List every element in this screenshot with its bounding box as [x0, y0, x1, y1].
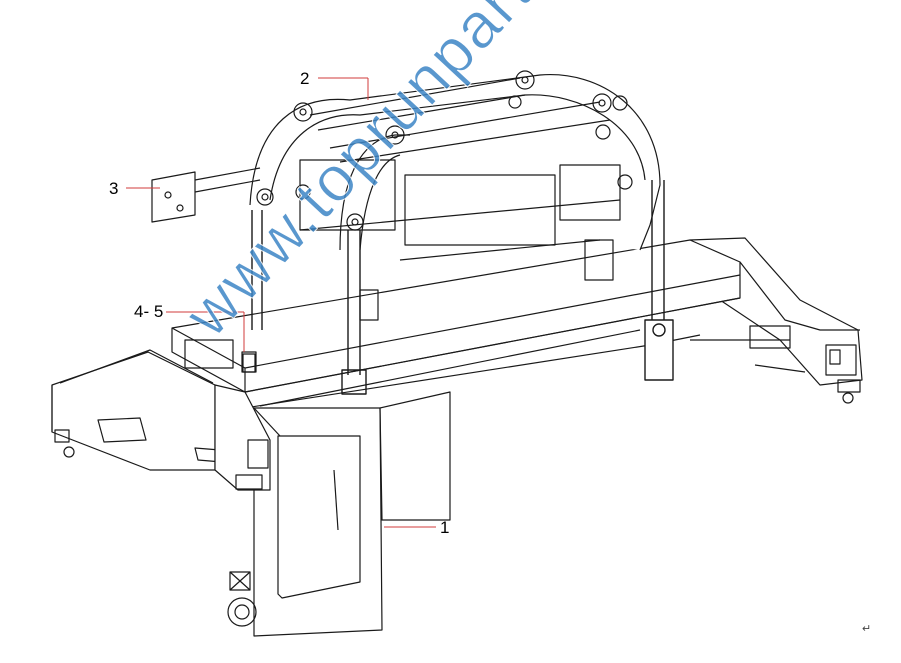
part-label-3: 3 — [109, 179, 119, 198]
leader-lines — [126, 77, 436, 528]
return-mark: ↵ — [862, 623, 872, 635]
pivot-pins — [256, 70, 633, 231]
part-label-2: 2 — [300, 69, 310, 88]
main-beam — [171, 239, 791, 411]
left-post — [214, 384, 271, 491]
side-bracket — [151, 167, 261, 223]
part-label-1: 1 — [440, 518, 450, 537]
part-label-4-5: 4- 5 — [134, 302, 164, 321]
small-plate — [241, 351, 257, 373]
lift-chains — [251, 180, 674, 395]
vertical-mast — [227, 391, 451, 637]
